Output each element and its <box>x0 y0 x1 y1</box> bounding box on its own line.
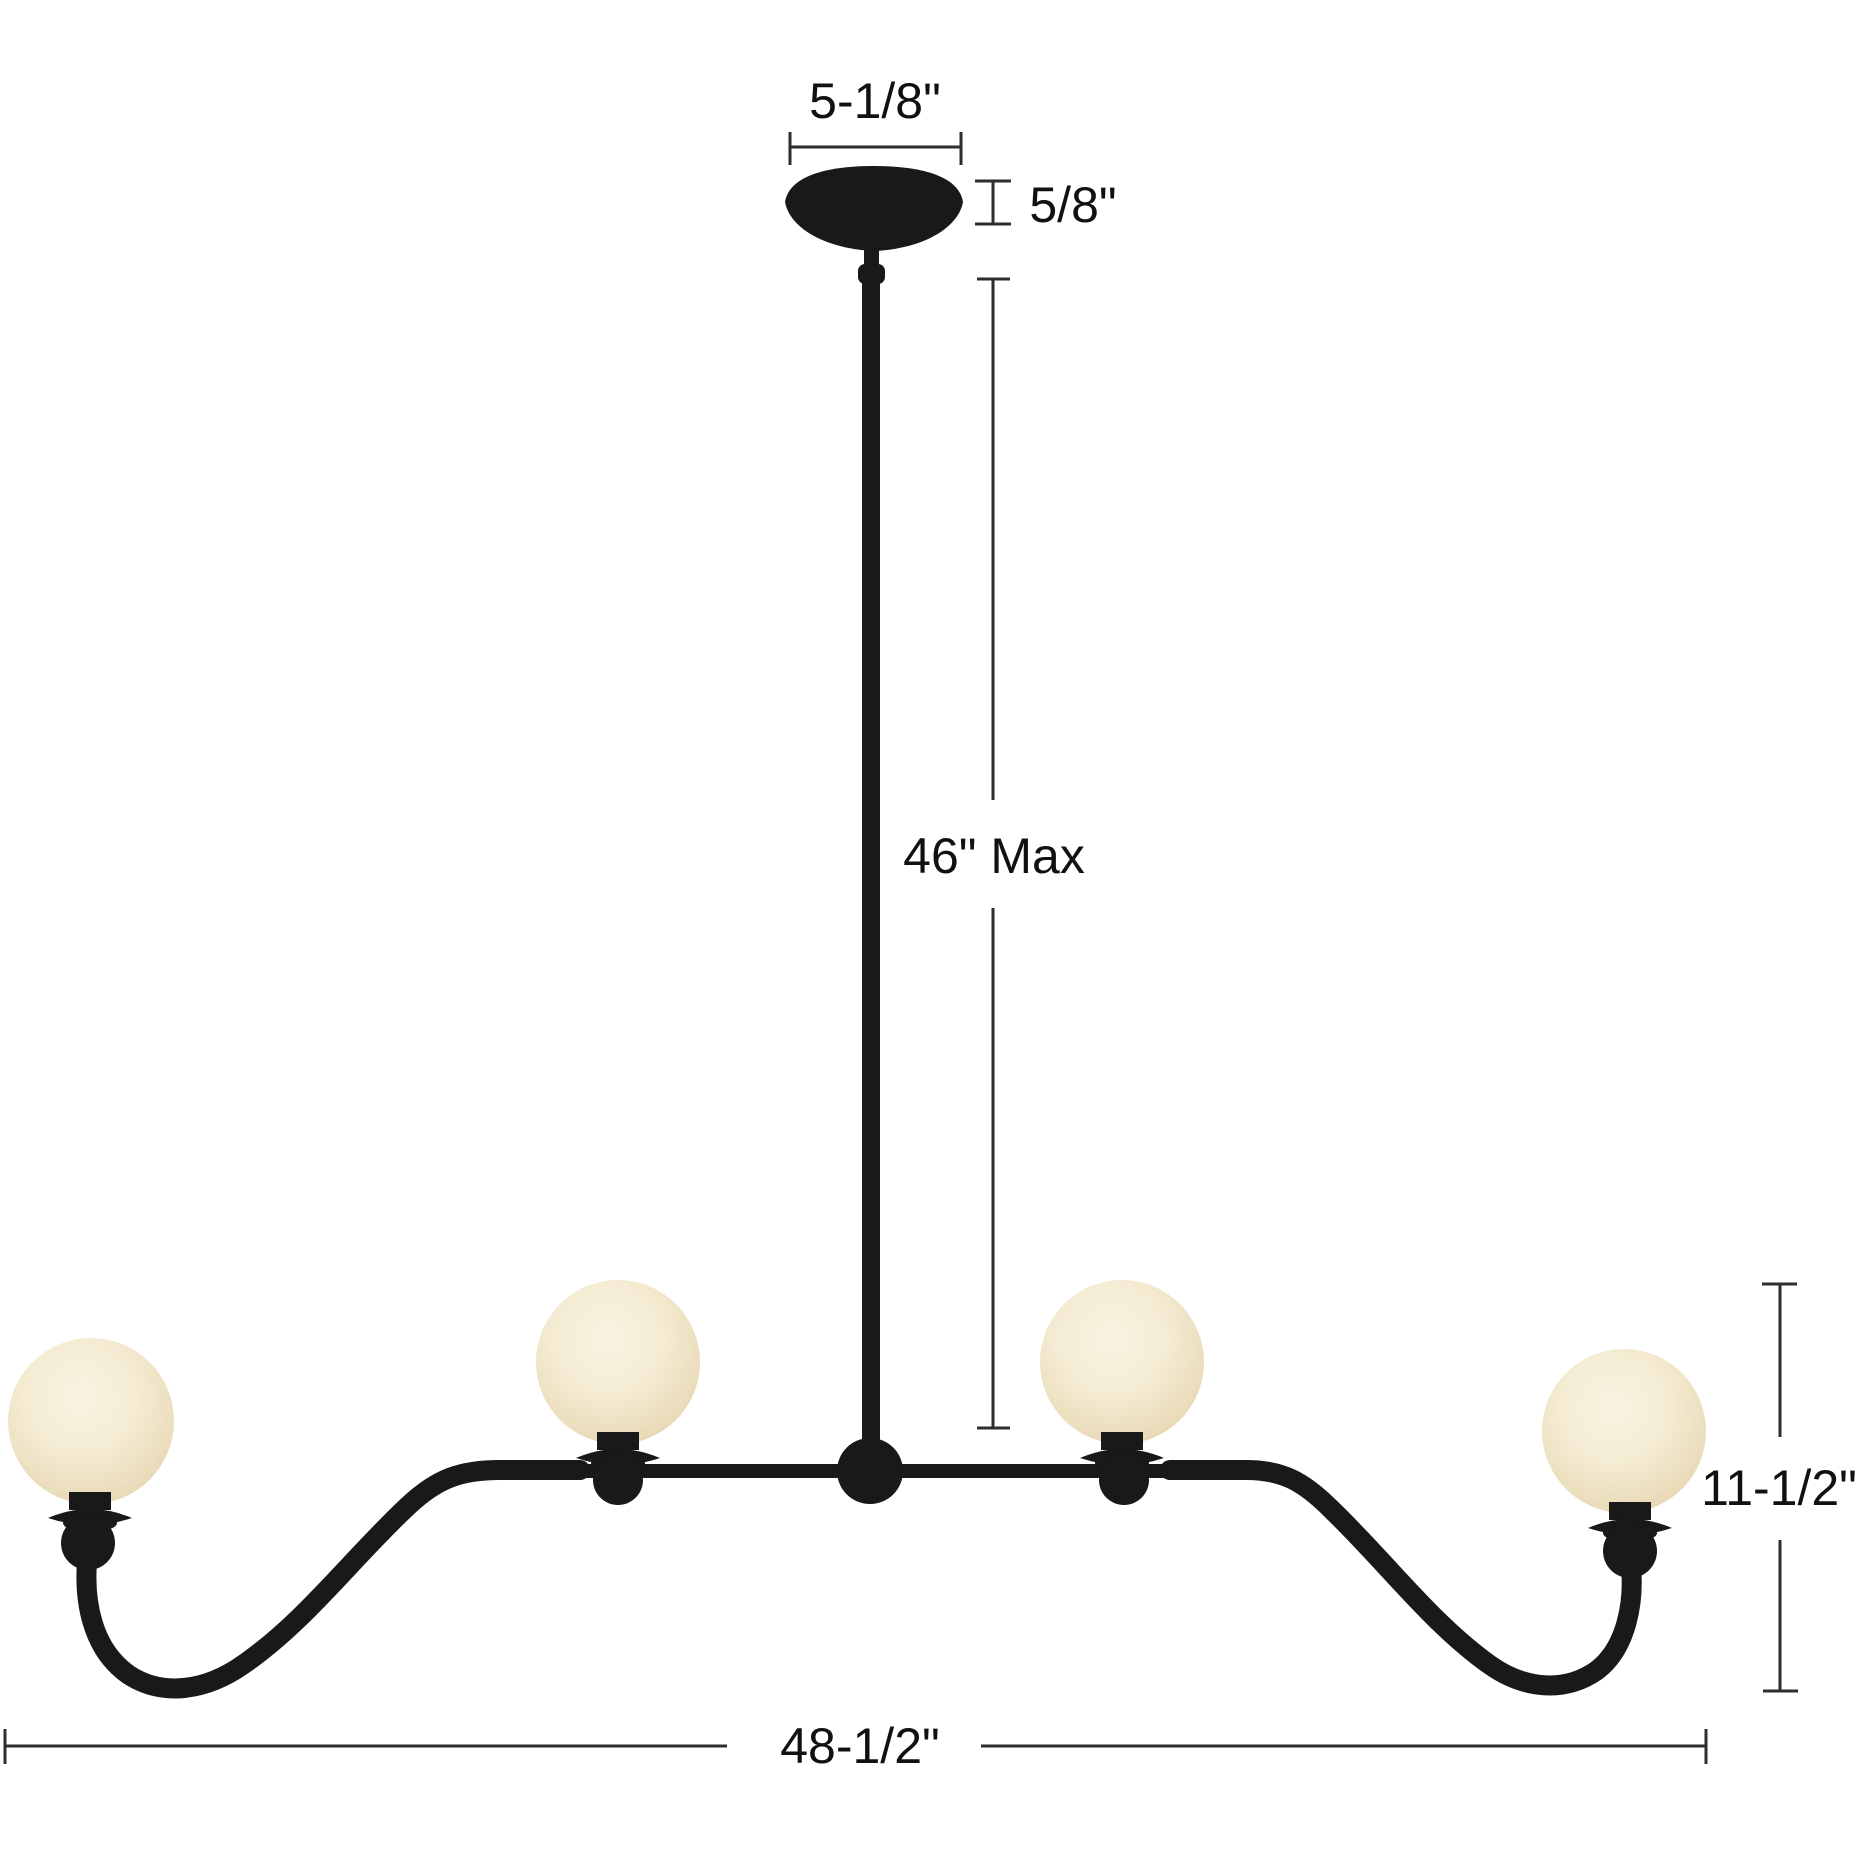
dim-rod-drop-line <box>977 277 1010 1430</box>
ball-outer-right <box>1603 1524 1657 1578</box>
dim-canopy-height-line <box>975 179 1011 226</box>
globe-inner-right <box>1040 1280 1204 1444</box>
dimension-lines <box>3 132 1798 1764</box>
right-arm-tube <box>1160 1460 1642 1696</box>
down-rod <box>862 280 880 1450</box>
dim-label-canopy-height: 5/8" <box>1029 177 1117 233</box>
canopy <box>785 166 963 251</box>
globe-outer-right <box>1542 1349 1706 1513</box>
dim-label-canopy-width: 5-1/8" <box>809 73 941 129</box>
socket-inner-right <box>1080 1432 1164 1505</box>
rod-collar <box>858 264 885 284</box>
dim-fixture-height-line <box>1762 1282 1798 1693</box>
fixture-metalwork <box>8 166 1706 1699</box>
center-ball <box>837 1438 903 1504</box>
socket-outer-left <box>48 1492 132 1570</box>
dim-canopy-width-line <box>788 132 963 165</box>
globe-inner-left <box>536 1280 700 1444</box>
socket-inner-left <box>576 1432 660 1505</box>
globe-outer-left <box>8 1338 174 1504</box>
dim-label-fixture-height: 11-1/2" <box>1701 1460 1856 1516</box>
ball-inner-left <box>593 1455 643 1505</box>
ball-inner-right <box>1099 1455 1149 1505</box>
socket-outer-right <box>1588 1502 1672 1578</box>
dim-label-rod-drop: 46" Max <box>903 828 1085 884</box>
dim-fixture-width-line <box>3 1729 1708 1764</box>
left-arm-tube <box>76 1460 590 1699</box>
ball-outer-left <box>61 1516 115 1570</box>
dim-label-fixture-width: 48-1/2" <box>780 1718 940 1774</box>
